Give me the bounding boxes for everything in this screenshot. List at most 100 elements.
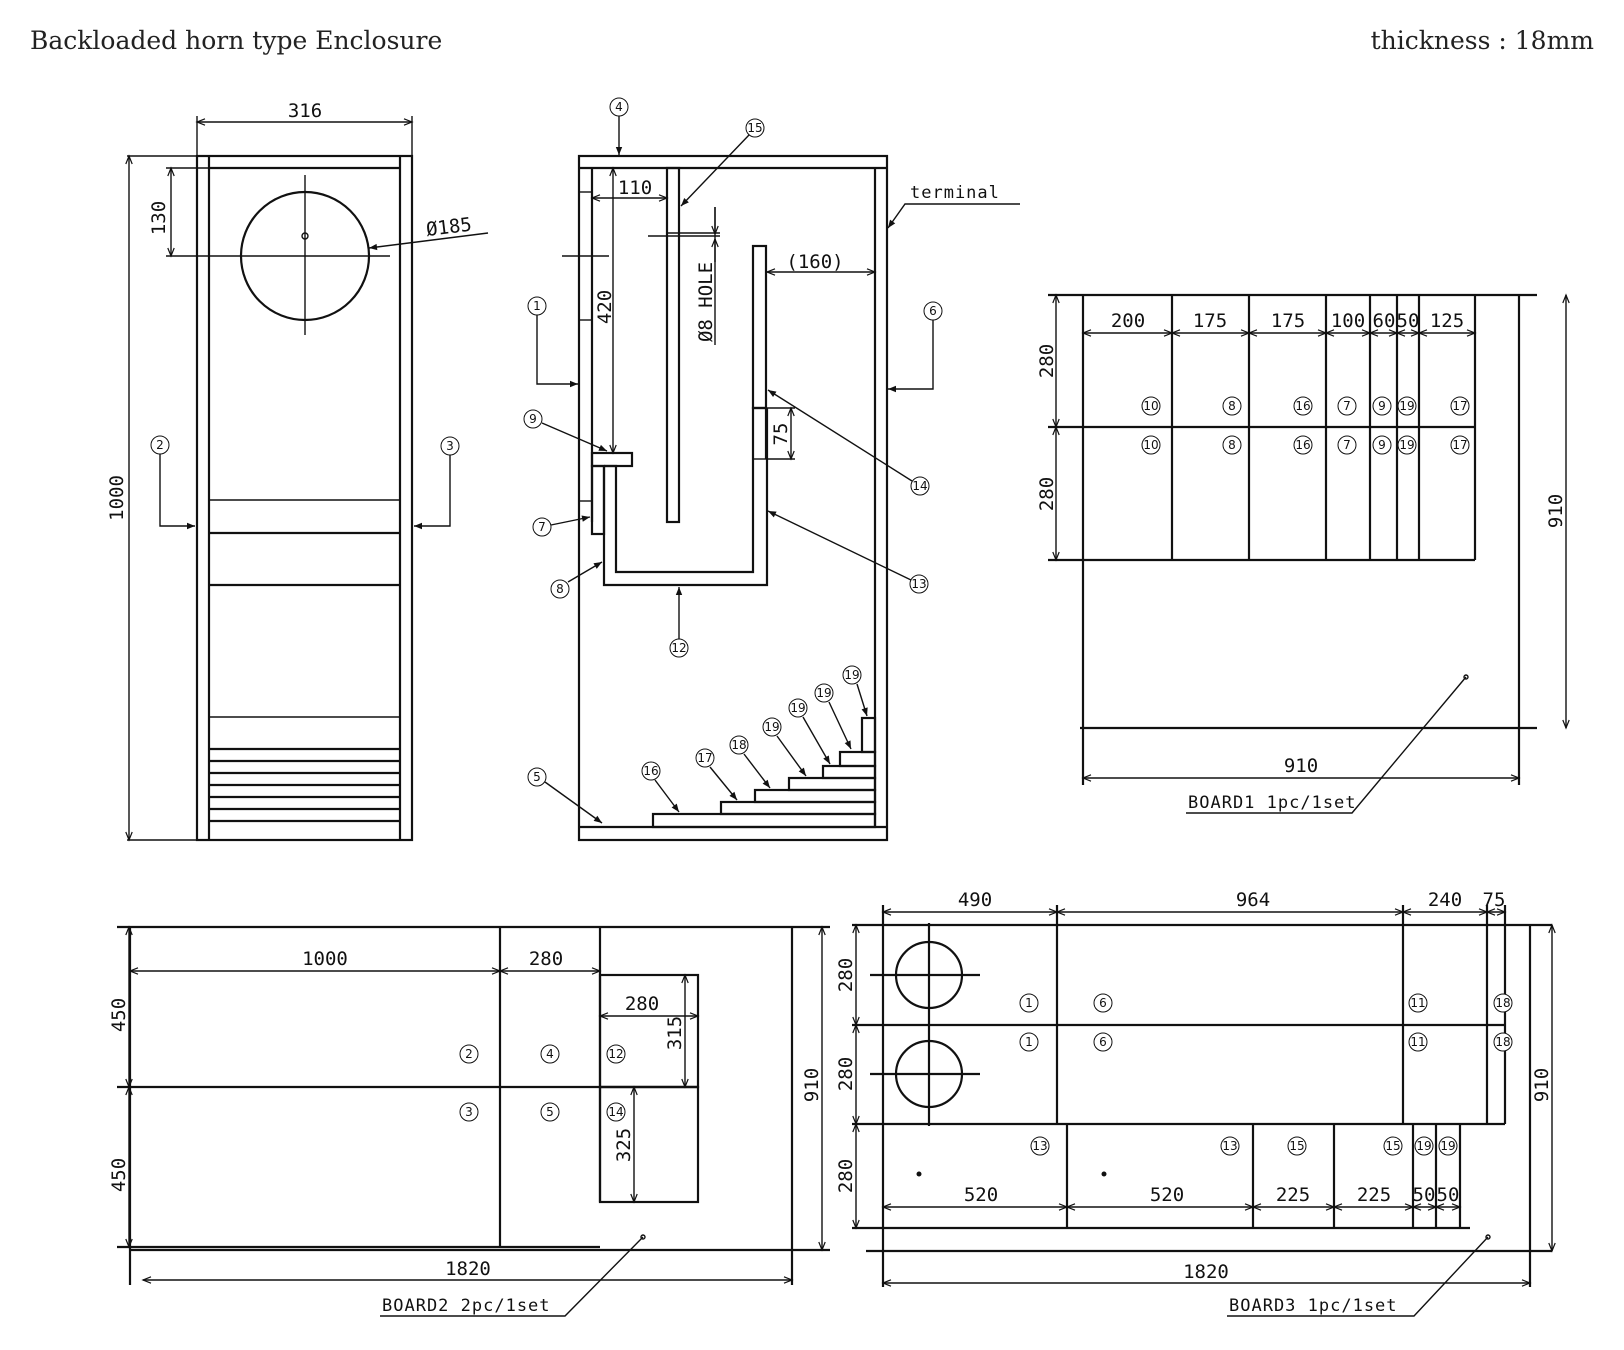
svg-text:18: 18 [731, 738, 746, 752]
part-bubble: 3 [459, 1102, 479, 1122]
callout-9: 9 [523, 409, 608, 452]
b2-height-dim: 910 [801, 1068, 823, 1102]
svg-text:15: 15 [1385, 1139, 1400, 1153]
part-bubble: 17 [1450, 435, 1470, 455]
part-bubble: 14 [606, 1102, 626, 1122]
callout-4: 4 [609, 97, 629, 155]
part-bubble: 15 [1287, 1136, 1307, 1156]
svg-text:15: 15 [747, 121, 762, 135]
board1-label: BOARD1 1pc/1set [1188, 793, 1357, 813]
b3-bottom-dim: 50 [1437, 1184, 1460, 1206]
part-bubble: 11 [1408, 993, 1428, 1013]
svg-text:13: 13 [911, 577, 926, 591]
dim-front-height: 1000 [106, 475, 128, 521]
front-outline [195, 154, 414, 842]
b3-bottom-dim: 225 [1357, 1184, 1391, 1206]
part-bubble: 10 [1141, 435, 1161, 455]
part-bubble: 4 [540, 1044, 560, 1064]
part-bubble: 5 [540, 1102, 560, 1122]
b1-col-dim: 50 [1397, 310, 1420, 332]
part-bubble: 19 [1397, 435, 1417, 455]
part-bubble: 10 [1141, 396, 1161, 416]
svg-text:19: 19 [790, 701, 805, 715]
b2-dim-325: 325 [613, 1128, 635, 1162]
b2-row-dim: 450 [108, 998, 130, 1032]
staircase-parts [651, 716, 877, 829]
svg-text:14: 14 [912, 479, 927, 493]
part-bubble: 19 [1414, 1136, 1434, 1156]
part-bubble: 16 [1293, 396, 1313, 416]
b2-dim-280: 280 [529, 948, 563, 970]
b1-col-dim: 100 [1331, 310, 1365, 332]
callout-10: 12 [669, 587, 689, 658]
svg-text:10: 10 [1143, 438, 1158, 452]
b3-bottom-dim: 520 [1150, 1184, 1184, 1206]
callout-13: 15 [680, 118, 765, 207]
callout-15: 17 [695, 748, 738, 801]
b3-top-dim: 490 [958, 889, 992, 911]
b3-height-dim: 910 [1531, 1068, 1553, 1102]
svg-text:19: 19 [816, 686, 831, 700]
b2-dim-280b: 280 [625, 993, 659, 1015]
b1-col-dim: 175 [1193, 310, 1227, 332]
svg-text:4: 4 [615, 100, 623, 114]
b1-row-dim: 280 [1036, 344, 1058, 378]
svg-text:12: 12 [671, 641, 686, 655]
callout-18: 19 [788, 698, 831, 765]
part-bubble: 7 [1337, 396, 1357, 416]
dim-110: 110 [618, 177, 652, 199]
svg-text:3: 3 [465, 1105, 473, 1119]
b3-row-dim: 280 [835, 1159, 857, 1193]
svg-text:18: 18 [1495, 1035, 1510, 1049]
callout-19b: 19 [842, 665, 868, 717]
b3-bottom-dim: 225 [1276, 1184, 1310, 1206]
part-bubble: 2 [459, 1044, 479, 1064]
svg-text:3: 3 [446, 439, 454, 453]
part-bubble: 18 [1493, 1032, 1513, 1052]
part-bubble: 6 [1093, 1032, 1113, 1052]
svg-text:9: 9 [1378, 438, 1386, 452]
svg-text:19: 19 [1440, 1139, 1455, 1153]
board1-cut-layout: 200 175 175 100 60 50 125 280 280 910 91… [1036, 293, 1570, 814]
dim-160: (160) [786, 251, 843, 273]
callout-3: 3 [414, 436, 460, 530]
part-bubble: 19 [1438, 1136, 1458, 1156]
part-bubble: 7 [1337, 435, 1357, 455]
svg-text:2: 2 [156, 438, 164, 452]
part-bubble: 13 [1030, 1136, 1050, 1156]
svg-text:2: 2 [465, 1047, 473, 1061]
b1-height-dim: 910 [1545, 494, 1567, 528]
part-bubble: 12 [606, 1044, 626, 1064]
svg-text:13: 13 [1032, 1139, 1047, 1153]
svg-text:17: 17 [697, 751, 712, 765]
callout-5: 5 [527, 767, 603, 824]
svg-text:5: 5 [533, 770, 541, 784]
part-bubble: 18 [1493, 993, 1513, 1013]
b1-row-dim: 280 [1036, 477, 1058, 511]
b3-bottom-dim: 520 [964, 1184, 998, 1206]
callout-19a: 19 [814, 683, 852, 750]
callout-12: 14 [767, 389, 930, 496]
svg-text:17: 17 [1452, 399, 1467, 413]
b3-top-dim: 240 [1428, 889, 1462, 911]
svg-text:5: 5 [546, 1105, 554, 1119]
board3-label: BOARD3 1pc/1set [1229, 1296, 1398, 1316]
part-bubble: 16 [1293, 435, 1313, 455]
callout-11: 13 [767, 510, 929, 594]
part-bubble: 1 [1019, 1032, 1039, 1052]
dim-driver-diameter: Ø185 [425, 214, 473, 241]
svg-text:7: 7 [538, 520, 546, 534]
callout-6: 6 [888, 301, 943, 393]
b3-top-dim: 75 [1483, 889, 1506, 911]
board3-cut-layout: 490 964 240 75 520 520 225 225 50 50 280… [835, 889, 1556, 1317]
svg-text:12: 12 [608, 1047, 623, 1061]
b3-top-dim: 964 [1236, 889, 1270, 911]
dim-hole: Ø8 HOLE [695, 262, 717, 342]
svg-text:16: 16 [643, 764, 658, 778]
dim-front-width: 316 [288, 100, 322, 122]
part-12 [751, 244, 768, 410]
callout-7: 7 [532, 515, 591, 537]
